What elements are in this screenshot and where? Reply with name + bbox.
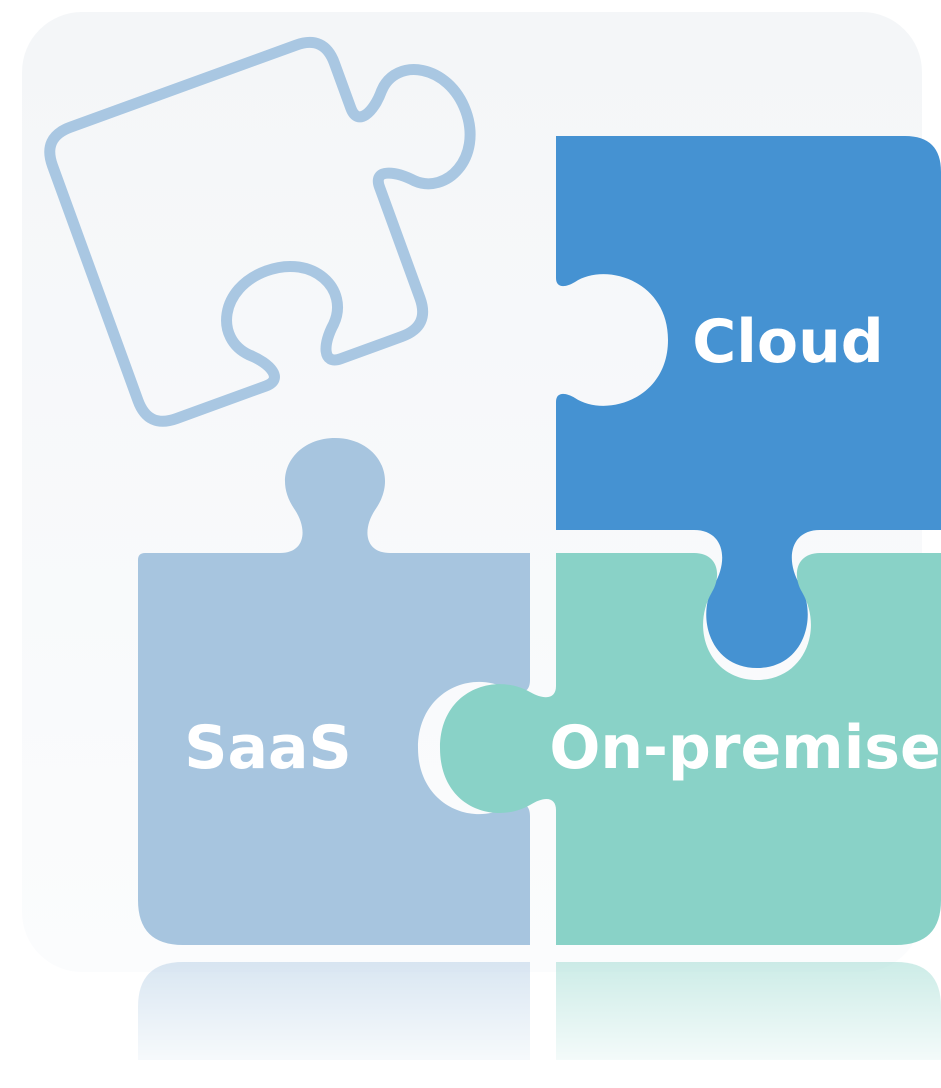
on-premise-puzzle-piece xyxy=(440,553,941,945)
empty-puzzle-piece xyxy=(44,36,476,427)
cloud-label: Cloud xyxy=(692,307,883,377)
cloud-puzzle-piece xyxy=(556,136,941,668)
on-premise-label: On-premise xyxy=(549,713,940,783)
empty-piece-outline xyxy=(44,36,476,427)
reflection xyxy=(0,955,941,1088)
saas-label: SaaS xyxy=(184,713,351,783)
saas-puzzle-piece xyxy=(138,438,530,945)
reflection-fade xyxy=(0,955,941,1088)
